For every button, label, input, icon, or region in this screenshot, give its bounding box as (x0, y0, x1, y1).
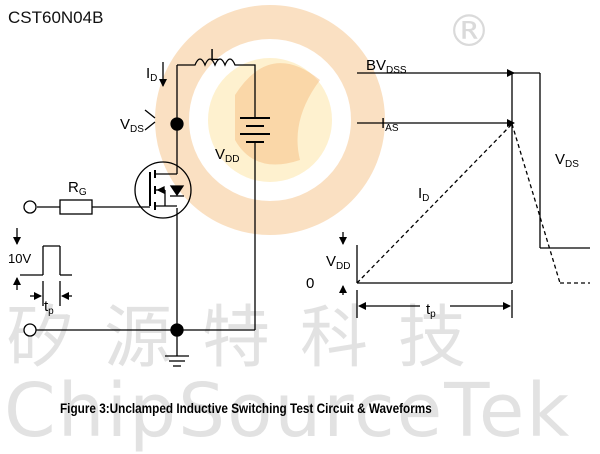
drain-junction (170, 117, 184, 131)
zero-label: 0 (306, 275, 315, 292)
watermark-english: ChipSourceTek (4, 368, 572, 454)
ias-label: IAS (381, 115, 399, 134)
vds-waveform-label: VDS (555, 151, 579, 170)
watermark-chinese: 矽源特科技 (6, 299, 497, 378)
ground-junction (170, 323, 184, 337)
mosfet-symbol (134, 150, 192, 219)
gate-resistor (59, 199, 93, 215)
id-waveform-label: ID (418, 185, 430, 204)
part-number: CST60N04B (8, 8, 104, 27)
inductor-coil (177, 58, 256, 118)
vds-label: VDS (120, 116, 144, 135)
id-ramp-down (511, 123, 561, 284)
ground-terminal (23, 323, 37, 337)
tp-label-circuit: tp (44, 298, 54, 317)
vdd-waveform-label: VDD (326, 253, 351, 272)
battery-vdd (240, 117, 270, 330)
id-label: ID (146, 65, 158, 84)
waveform-plot (339, 69, 590, 318)
rg-label: RG (68, 179, 87, 198)
vds-pointer-lower (144, 121, 156, 131)
pulse-amplitude-label: 10V (8, 251, 32, 266)
bvdss-label: BVDSS (366, 57, 407, 76)
figure-caption: Figure 3:Unclamped Inductive Switching T… (60, 400, 432, 416)
vdd-label: VDD (215, 146, 240, 165)
logo-inner-disc (208, 58, 332, 182)
tp-waveform-label: tp (426, 301, 436, 320)
gate-terminal (23, 200, 37, 214)
logo-swirl (235, 63, 320, 165)
inductor-label: L (210, 47, 219, 64)
id-ramp-up (356, 123, 513, 284)
gate-pulse (13, 228, 72, 306)
registered-mark: ® (447, 6, 491, 57)
vds-pointer-upper (144, 109, 156, 119)
